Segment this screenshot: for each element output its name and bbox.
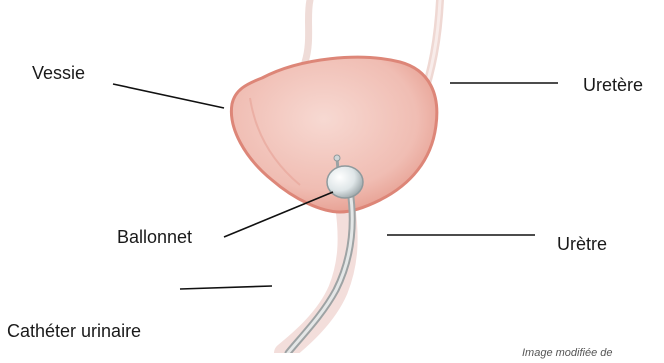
left-ureter: [305, 0, 310, 62]
image-credit: Image modifiée de: [522, 343, 613, 363]
label-uretre: Urètre: [557, 234, 607, 254]
bladder-catheter-illustration: [0, 0, 664, 353]
balloon: [327, 166, 363, 198]
label-vessie: Vessie: [32, 63, 85, 83]
leader-line-vessie: [113, 84, 224, 108]
label-catheter: Cathéter urinaire: [7, 321, 141, 341]
label-ballonnet: Ballonnet: [117, 227, 192, 247]
diagram-stage: Vessie Uretère Ballonnet Urètre Cathéter…: [0, 0, 664, 353]
catheter-tip: [334, 155, 340, 161]
leader-line-ballonnet: [224, 192, 333, 237]
label-uretere: Uretère: [583, 75, 643, 95]
leader-line-catheter: [180, 286, 272, 289]
